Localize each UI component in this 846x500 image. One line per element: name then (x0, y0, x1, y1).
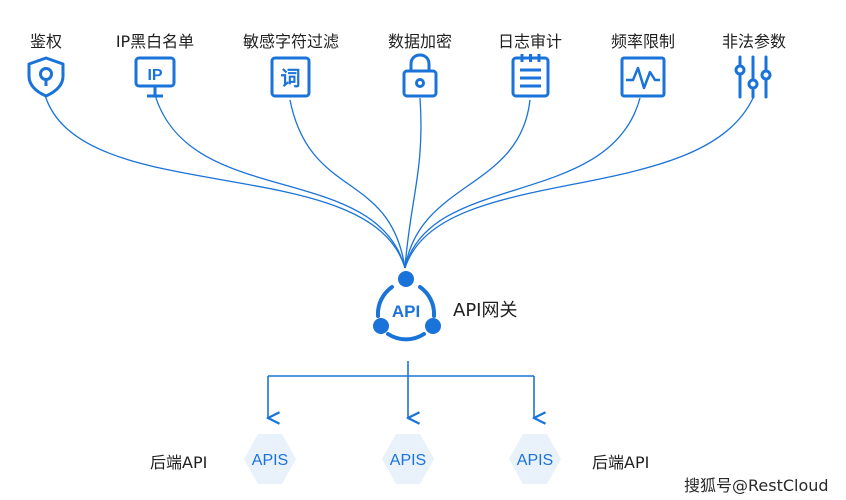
feature-label-ip-list: IP黑白名单 (115, 32, 195, 51)
backend-node: APIS (509, 434, 561, 484)
api-gateway-logo-icon: API (373, 271, 441, 342)
connector-rate (404, 97, 641, 269)
svg-text:IP: IP (147, 67, 162, 84)
lock-icon (402, 53, 438, 98)
watermark: 搜狐号@RestCloud (684, 476, 829, 495)
connector-ip (154, 94, 406, 269)
feature-connectors (44, 94, 754, 269)
feature-label-rate-limit: 频率限制 (610, 32, 675, 51)
feature-label-encryption: 数据加密 (387, 32, 452, 51)
connector-param (404, 97, 754, 269)
backend-node-label: APIS (252, 452, 288, 469)
word-filter-icon: 词 (270, 56, 311, 98)
backend-connectors (268, 361, 534, 418)
svg-text:词: 词 (281, 66, 301, 90)
log-clipboard-icon (511, 54, 550, 98)
backend-label-right: 后端API (592, 453, 650, 472)
connector-encrypt (404, 97, 422, 269)
gateway-logo-text: API (392, 302, 420, 321)
feature-label-log-audit: 日志审计 (497, 32, 562, 51)
ip-monitor-icon: IP (134, 56, 176, 98)
connector-filter (289, 99, 406, 269)
feature-label-illegal-params: 非法参数 (721, 32, 786, 51)
gateway-label: API网关 (453, 300, 518, 321)
sliders-icon (734, 55, 772, 99)
backend-node: APIS (382, 434, 434, 484)
feature-label-auth: 鉴权 (29, 32, 62, 51)
backend-node-label: APIS (390, 452, 426, 469)
backend-label-left: 后端API (150, 453, 208, 472)
shield-key-icon (27, 56, 65, 98)
frequency-chart-icon (620, 56, 666, 98)
feature-label-sensitive-filter: 敏感字符过滤 (242, 32, 339, 51)
connector-auth (44, 94, 406, 269)
connector-log (404, 99, 531, 269)
backend-node: APIS (244, 434, 296, 484)
backend-node-label: APIS (517, 452, 553, 469)
